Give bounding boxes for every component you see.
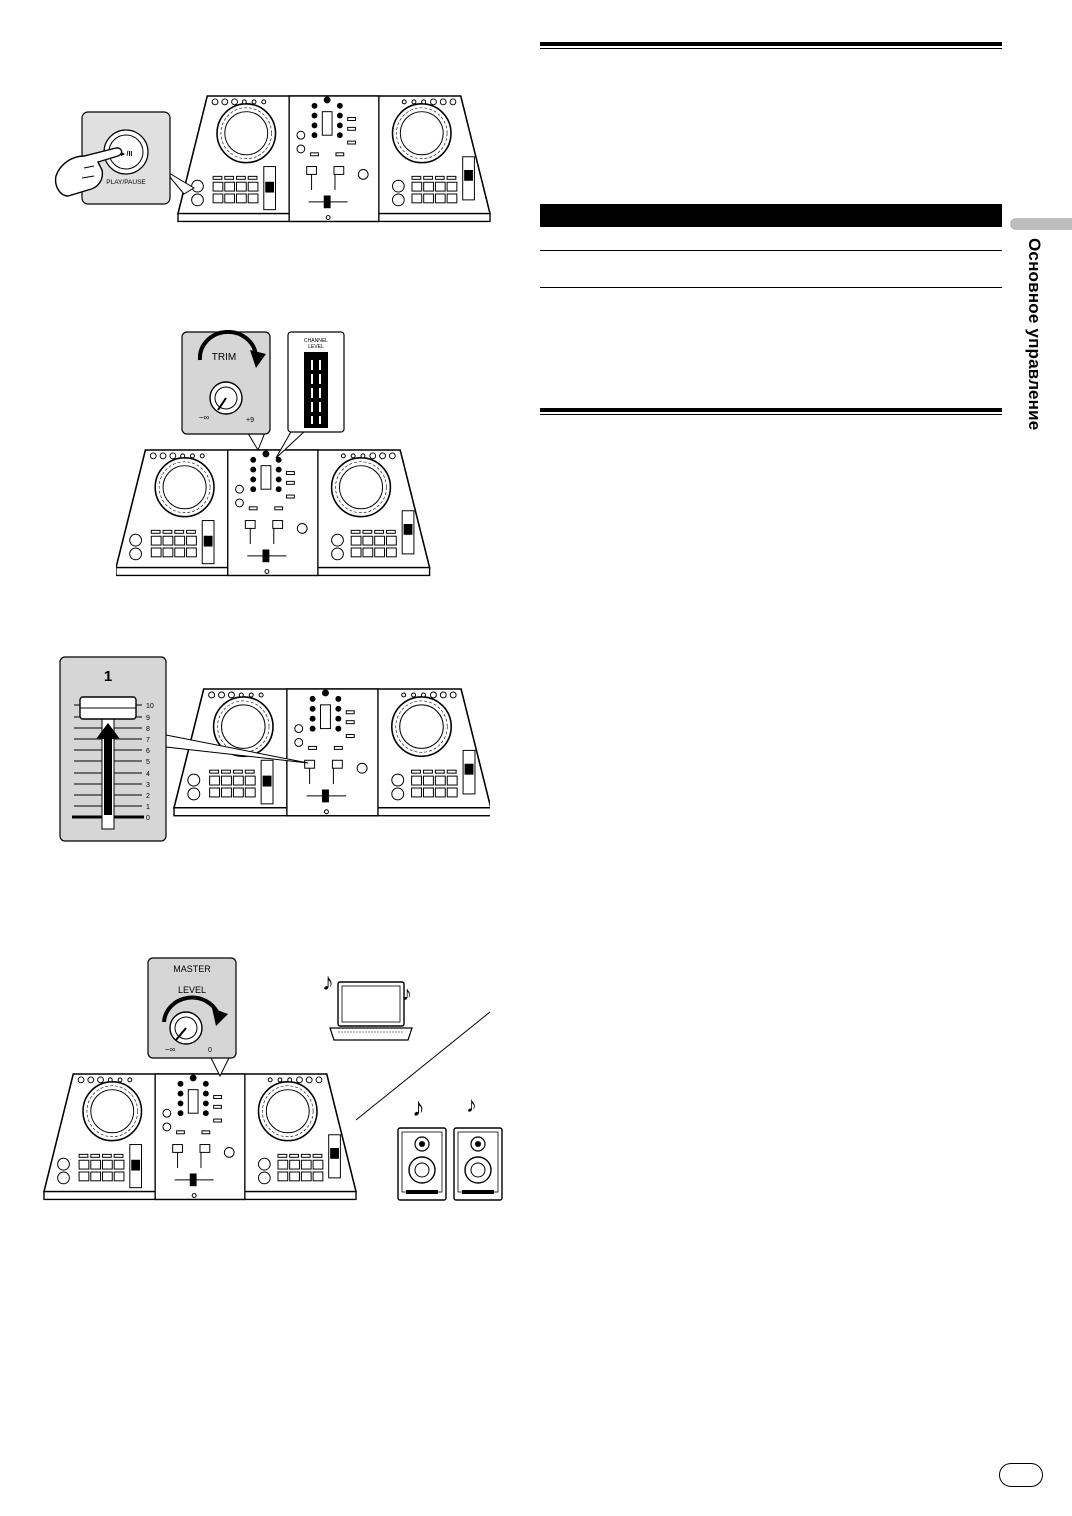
rotate-clockwise-arrow-icon	[162, 995, 220, 1023]
fader-scale-label: 0	[146, 815, 150, 822]
channel-number: 1	[104, 668, 112, 685]
page-number-badge	[999, 1463, 1043, 1487]
section-rule-middle	[540, 408, 1002, 415]
laptop-icon	[329, 981, 413, 1041]
channel-level-label-1: CHANNEL	[304, 338, 328, 344]
fader-scale-label: 8	[146, 726, 150, 733]
play-pause-symbol: ►/II	[120, 151, 133, 158]
fader-scale-label: 4	[146, 771, 150, 778]
divider-line	[355, 1011, 491, 1121]
fader-scale-label: 5	[146, 759, 150, 766]
figure-master-level: MASTER LEVEL −∞ 0 ♪ ♪ ♪ ♪	[43, 957, 503, 1201]
speaker-left-icon	[397, 1127, 447, 1201]
level-label: LEVEL	[178, 985, 206, 995]
play-pause-label: PLAY/PAUSE	[106, 179, 146, 186]
pointing-hand-icon	[54, 147, 123, 197]
arrow-up-icon	[96, 723, 120, 815]
fader-scale-label: 7	[146, 737, 150, 744]
table-header-band	[540, 204, 1002, 227]
master-min-label: −∞	[165, 1045, 176, 1054]
fader-scale-label: 6	[146, 748, 150, 755]
music-note-icon: ♪	[402, 983, 412, 1005]
music-note-icon: ♪	[412, 1092, 425, 1122]
chapter-tab-marker	[1010, 218, 1072, 230]
chapter-title: Основное управление	[1025, 238, 1044, 431]
level-meter-icon	[304, 352, 328, 428]
table-bottom-rule	[540, 287, 1002, 288]
fader-scale-label: 10	[146, 703, 154, 710]
master-max-label: 0	[208, 1047, 212, 1054]
music-note-icon: ♪	[322, 969, 334, 996]
master-level-callout	[147, 957, 237, 1059]
speaker-right-icon	[453, 1127, 503, 1201]
table-row-divider	[540, 250, 1002, 251]
fader-scale-label: 3	[146, 782, 150, 789]
figure-play-pause: ►/II PLAY/PAUSE	[54, 95, 491, 223]
fader-scale-label: 2	[146, 793, 150, 800]
music-note-icon: ♪	[466, 1092, 477, 1117]
trim-label: TRIM	[212, 352, 236, 363]
rotate-clockwise-arrow-icon	[197, 330, 258, 361]
section-rule-top	[540, 42, 1002, 49]
trim-max-label: +9	[246, 417, 254, 424]
fader-scale-label: 9	[146, 715, 150, 722]
figure-channel-fader: 1 10 9 8 7 6 5 4 3 2 1 0	[59, 656, 490, 842]
trim-min-label: −∞	[199, 413, 210, 422]
figure-trim-level: TRIM −∞ +9 CHANNEL LEVEL	[116, 330, 431, 577]
master-label: MASTER	[173, 964, 211, 974]
channel-level-label-2: LEVEL	[308, 344, 324, 350]
fader-scale-label: 1	[146, 804, 150, 811]
